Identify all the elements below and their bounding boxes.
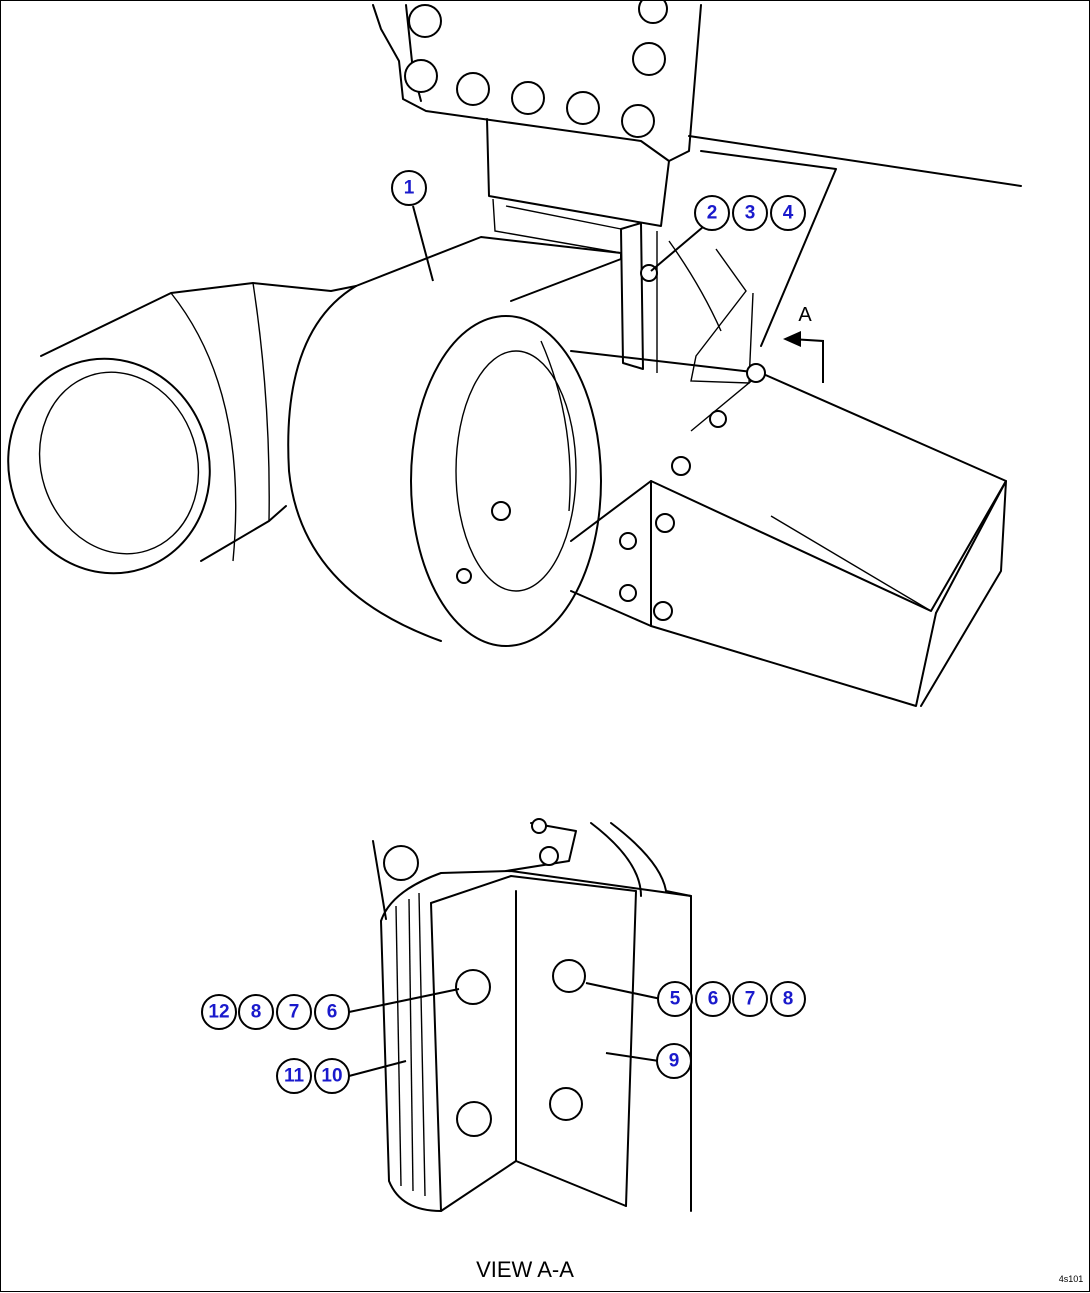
svg-text:12: 12 (208, 1002, 229, 1023)
svg-text:8: 8 (251, 1002, 262, 1023)
svg-text:4: 4 (783, 203, 794, 224)
svg-text:7: 7 (745, 989, 756, 1010)
bolt-head-icon (456, 72, 490, 106)
callout-10: 10 (314, 1058, 350, 1094)
callout-3: 3 (732, 195, 768, 231)
svg-text:10: 10 (321, 1066, 342, 1087)
blower-housing (287, 236, 622, 647)
view-title: VIEW A-A (476, 1257, 574, 1282)
svg-text:9: 9 (669, 1051, 680, 1072)
svg-text:7: 7 (289, 1002, 300, 1023)
bolt-head-icon (511, 81, 545, 115)
svg-text:5: 5 (670, 989, 681, 1010)
section-arrow-label: A (798, 304, 812, 326)
drawing-code: 4s101 (1059, 1274, 1084, 1284)
callout-9: 9 (656, 1043, 692, 1079)
svg-text:2: 2 (707, 203, 718, 224)
bolt-head-icon (408, 4, 442, 38)
svg-text:3: 3 (745, 203, 756, 224)
svg-text:6: 6 (327, 1002, 338, 1023)
callout-6: 6 (695, 981, 731, 1017)
view-a-a-drawing (372, 822, 692, 1212)
callout-5: 5 (657, 981, 693, 1017)
callout-2: 2 (694, 195, 730, 231)
svg-text:6: 6 (708, 989, 719, 1010)
bolt-head-icon (632, 42, 666, 76)
mounting-bracket-top (372, 4, 1022, 384)
svg-text:8: 8 (783, 989, 794, 1010)
view-a-a-bolts (383, 818, 586, 1137)
outlet-bolts (456, 264, 766, 621)
outlet-duct (570, 350, 1007, 707)
section-arrow-a: A (783, 304, 824, 383)
callout-12: 12 (201, 994, 237, 1030)
bolt-head-icon (566, 91, 600, 125)
callout-4: 4 (770, 195, 806, 231)
svg-text:11: 11 (284, 1066, 305, 1087)
bolt-head-icon (621, 104, 655, 138)
callout-11: 11 (276, 1058, 312, 1094)
callout-6-view: 6 (314, 994, 350, 1030)
bolt-head-icon (404, 59, 438, 93)
bolt-head-icon (638, 1, 668, 24)
callout-7: 7 (732, 981, 768, 1017)
callout-1: 1 (391, 170, 427, 206)
callout-8: 8 (770, 981, 806, 1017)
leader-lines (348, 205, 704, 1077)
blower-duct-elbow (7, 282, 357, 575)
callout-8-view: 8 (238, 994, 274, 1030)
svg-text:1: 1 (404, 178, 415, 199)
bracket-bolts (404, 1, 668, 138)
callout-7-view: 7 (276, 994, 312, 1030)
